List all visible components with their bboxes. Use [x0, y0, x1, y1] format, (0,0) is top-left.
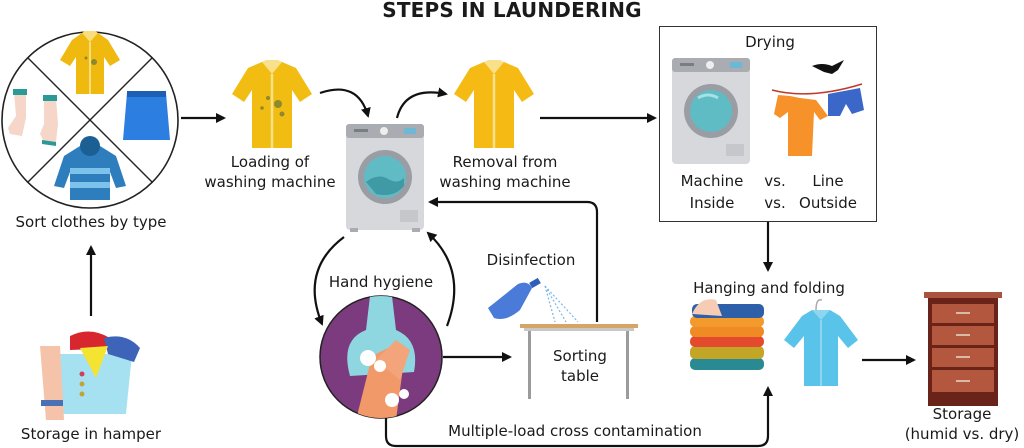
drying-machine-label: Machine	[680, 172, 744, 190]
label-sort: Sort clothes by type	[15, 213, 167, 231]
sorting-table-icon	[520, 324, 638, 399]
label-storage-2: (humid vs. dry)	[904, 425, 1020, 443]
dirty-shirt-icon	[232, 60, 312, 148]
drying-box	[659, 26, 877, 222]
title-text: STEPS IN LAUNDERING	[382, 0, 642, 22]
shirt-icon	[60, 31, 120, 94]
spray-bottle-icon	[488, 277, 579, 323]
drying-line-label: Line	[812, 172, 844, 190]
drying-outside-label: Outside	[799, 194, 857, 212]
label-disinfection: Disinfection	[486, 251, 576, 269]
sort-circle-icon	[1, 31, 179, 209]
dryer-machine-icon	[672, 58, 750, 164]
label-hand-hygiene: Hand hygiene	[328, 273, 434, 291]
bird-icon	[812, 60, 844, 74]
drying-vs-label: vs.	[764, 172, 786, 190]
label-sorting-1: Sorting	[553, 347, 607, 365]
label-hamper: Storage in hamper	[20, 425, 162, 443]
washing-machine-icon	[346, 124, 424, 232]
arrow-cross-contamination	[384, 386, 773, 448]
socks-icon	[8, 89, 58, 146]
arrow-hygiene-to-machine	[426, 231, 456, 327]
arrow-loading-to-machine	[319, 88, 371, 118]
laundry-hamper-icon	[40, 331, 140, 420]
label-removal-2: washing machine	[439, 173, 571, 191]
label-storage-1: Storage	[932, 405, 992, 423]
dresser-icon	[924, 292, 1002, 406]
label-hanging: Hanging and folding	[693, 279, 845, 297]
hand-hygiene-icon	[319, 295, 443, 419]
label-loading-1: Loading of	[230, 153, 310, 171]
arrow-machine-to-hygiene	[313, 236, 345, 326]
clothesline-icon	[771, 60, 864, 156]
clean-shirt-icon	[454, 60, 534, 148]
label-loading-2: washing machine	[204, 173, 336, 191]
drying-inside-label: Inside	[689, 194, 735, 212]
flow-arrows	[86, 87, 916, 448]
diagram-title: STEPS IN LAUNDERING	[0, 0, 1024, 22]
arrow-machine-to-removal	[395, 87, 448, 119]
skirt-icon	[123, 91, 170, 140]
jacket-icon	[54, 136, 126, 200]
arrow-table-to-machine	[428, 197, 599, 322]
folded-clothes-icon	[690, 299, 764, 370]
hanging-shirt-icon	[784, 298, 858, 386]
label-removal-1: Removal from	[452, 153, 558, 171]
drying-vs-label-2: vs.	[764, 194, 786, 212]
label-cross-contamination: Multiple-load cross contamination	[448, 422, 702, 440]
drying-title: Drying	[745, 33, 795, 51]
label-sorting-2: table	[561, 367, 599, 385]
